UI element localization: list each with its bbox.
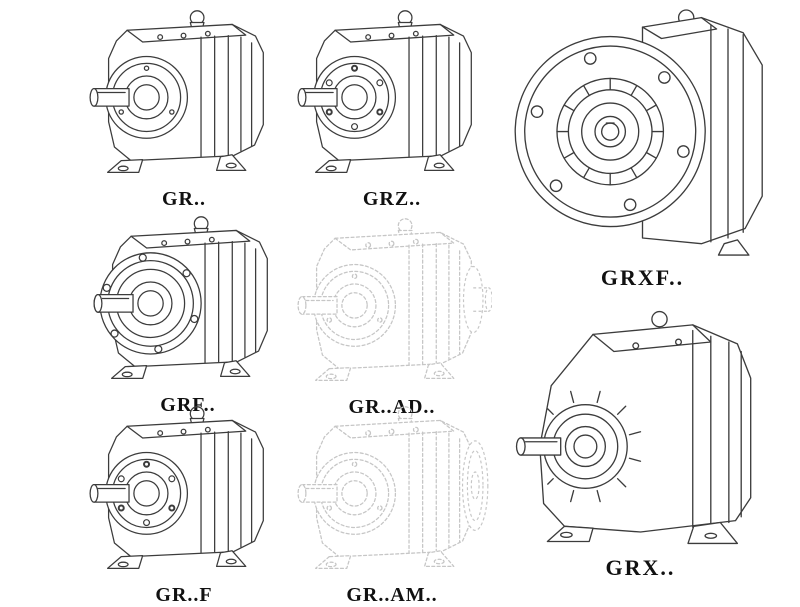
grz-label: GRZ.. — [362, 188, 422, 210]
gr-label: GR.. — [162, 188, 206, 210]
grf-label: GRF.. — [160, 394, 216, 416]
figure-gr-ad: GR..AD.. — [292, 212, 492, 419]
gr-ad-label: GR..AD.. — [348, 396, 436, 418]
grf-gearbox-drawing — [93, 216, 268, 379]
gr-am-label: GR..AM.. — [346, 584, 438, 606]
gr-f-label: GR..F — [155, 584, 213, 606]
grx-label: GRX.. — [605, 555, 676, 580]
figure-grx: GRX.. — [498, 304, 783, 581]
grxf-gearbox-drawing — [514, 9, 763, 256]
grxf-label: GRXF.. — [600, 265, 685, 290]
grz-gearbox-drawing — [297, 10, 472, 173]
figure-gr: GR.. — [84, 4, 284, 211]
gr-gearbox-drawing — [89, 10, 264, 173]
figure-grxf: GRXF.. — [500, 6, 785, 291]
gr-am-gearbox-drawing — [297, 406, 489, 569]
gr-f-gearbox-drawing — [89, 406, 264, 569]
figure-grf: GRF.. — [88, 210, 288, 417]
grx-gearbox-drawing — [515, 310, 752, 545]
figure-grz: GRZ.. — [292, 4, 492, 211]
figure-gr-am: GR..AM.. — [292, 400, 492, 607]
figure-gr-f: GR..F — [84, 400, 284, 607]
gr-ad-gearbox-drawing — [297, 218, 492, 381]
